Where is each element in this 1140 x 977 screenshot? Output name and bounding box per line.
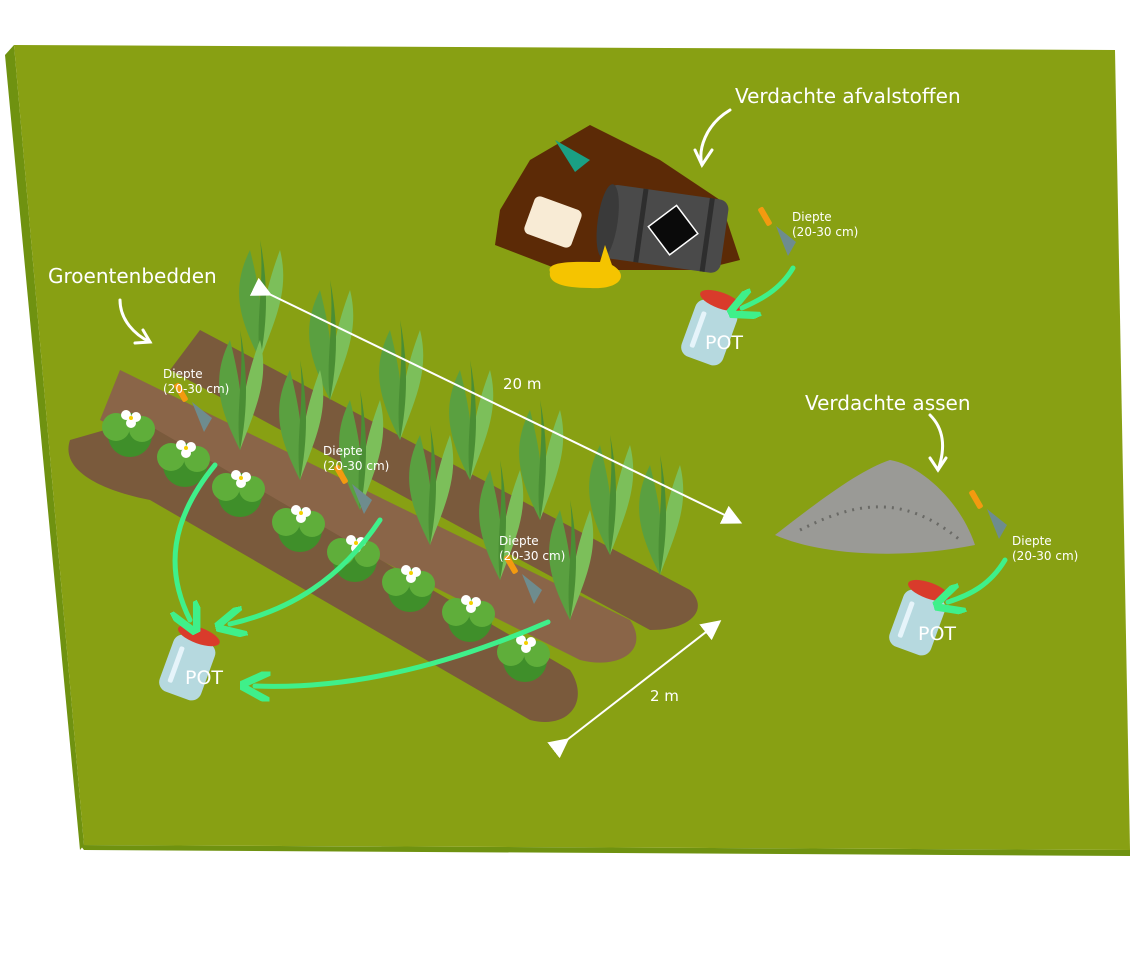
waste-title: Verdachte afvalstoffen xyxy=(735,84,961,108)
waste-pile xyxy=(495,125,740,289)
width-label: 2 m xyxy=(650,687,679,705)
barrel-icon xyxy=(596,184,729,273)
jar-label: POT xyxy=(705,332,744,354)
length-label: 20 m xyxy=(503,375,542,393)
depth-note: Diepte (20-30 cm) xyxy=(1012,534,1079,563)
depth-note: Diepte (20-30 cm) xyxy=(792,210,859,239)
field-edge xyxy=(80,845,1130,856)
depth-note: Diepte (20-30 cm) xyxy=(163,367,230,396)
jar-label: POT xyxy=(185,667,224,689)
field-edge xyxy=(5,45,84,850)
jar-label: POT xyxy=(918,623,957,645)
ash-pile xyxy=(775,460,975,554)
hazard-diamond-icon xyxy=(647,204,699,256)
sample-arrows xyxy=(175,265,1008,686)
beds-title: Groentenbedden xyxy=(48,264,217,288)
depth-note: Diepte (20-30 cm) xyxy=(323,444,390,473)
dimension-arrow-icon xyxy=(249,277,743,759)
depth-note: Diepte (20-30 cm) xyxy=(499,534,566,563)
ash-title: Verdachte assen xyxy=(805,391,971,415)
curved-arrow-icon xyxy=(118,108,948,473)
